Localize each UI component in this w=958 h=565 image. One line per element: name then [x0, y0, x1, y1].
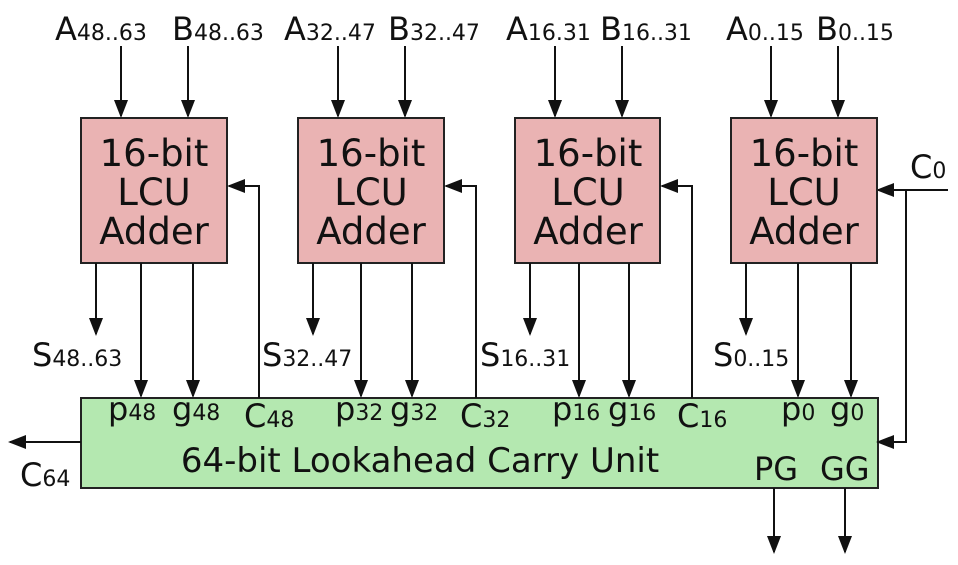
operand-a-label: A16.31	[506, 10, 591, 48]
adder-title-line: 16-bit	[750, 132, 859, 175]
carry-feedback-wire	[227, 179, 260, 398]
lookahead-carry-unit-box	[80, 397, 879, 489]
carry-in-to-unit-wire	[876, 189, 948, 449]
adder-title-line: LCU	[334, 171, 408, 214]
operand-b-label: B16..31	[600, 10, 692, 48]
sum-label: S0..15	[713, 336, 789, 374]
adder-box	[514, 117, 661, 264]
operand-a-label: A48..63	[55, 10, 147, 48]
sum-label: S48..63	[32, 336, 122, 374]
generate-label: g16	[608, 390, 656, 428]
adder-box	[297, 117, 445, 264]
adder-group-32-47: 16-bit LCU Adder A32..47 B32..47 S32..47…	[262, 10, 510, 435]
generate-label: g0	[830, 390, 864, 428]
propagate-label: p32	[335, 390, 383, 428]
adder-title-line: LCU	[117, 171, 191, 214]
operand-a-label: A32..47	[284, 10, 376, 48]
carry-in-label: C0	[910, 148, 946, 186]
adder-title-line: 16-bit	[317, 132, 426, 175]
adder-box	[730, 117, 878, 264]
carry-label: C32	[460, 397, 510, 435]
operand-b-label: B0..15	[816, 10, 894, 48]
sum-label: S16..31	[480, 336, 570, 374]
generate-label: g48	[172, 390, 220, 428]
sum-label: S32..47	[262, 336, 352, 374]
adder-title-line: Adder	[749, 210, 859, 253]
adder-group-16-31: 16-bit LCU Adder A16.31 B16..31 S16..31 …	[480, 10, 727, 435]
adder-title-line: Adder	[533, 210, 643, 253]
adder-title-line: Adder	[99, 210, 209, 253]
adder-box	[80, 117, 228, 264]
adder-title-line: Adder	[316, 210, 426, 253]
operand-a-label: A0..15	[726, 10, 804, 48]
pg-label: PG	[754, 450, 798, 488]
carry-feedback-wire	[660, 179, 693, 398]
carry-feedback-wire	[444, 179, 477, 398]
adder-title-line: LCU	[551, 171, 625, 214]
propagate-label: p0	[781, 390, 815, 428]
operand-b-label: B32..47	[388, 10, 480, 48]
gg-label: GG	[820, 450, 870, 488]
carry-out-label: C64	[20, 456, 70, 494]
carry-label: C48	[244, 397, 294, 435]
adder-group-48-63: 16-bit LCU Adder A48..63 B48..63 S48..63…	[32, 10, 294, 435]
generate-label: g32	[390, 390, 438, 428]
propagate-label: p48	[108, 390, 156, 428]
adder-title-line: LCU	[767, 171, 841, 214]
unit-title: 64-bit Lookahead Carry Unit	[181, 441, 659, 481]
adder-group-0-15: 16-bit LCU Adder A0..15 B0..15 S0..15 p0…	[713, 10, 894, 428]
propagate-label: p16	[552, 390, 600, 428]
operand-b-label: B48..63	[172, 10, 264, 48]
carry-label: C16	[677, 397, 727, 435]
adder-title-line: 16-bit	[100, 132, 209, 175]
adder-title-line: 16-bit	[534, 132, 643, 175]
